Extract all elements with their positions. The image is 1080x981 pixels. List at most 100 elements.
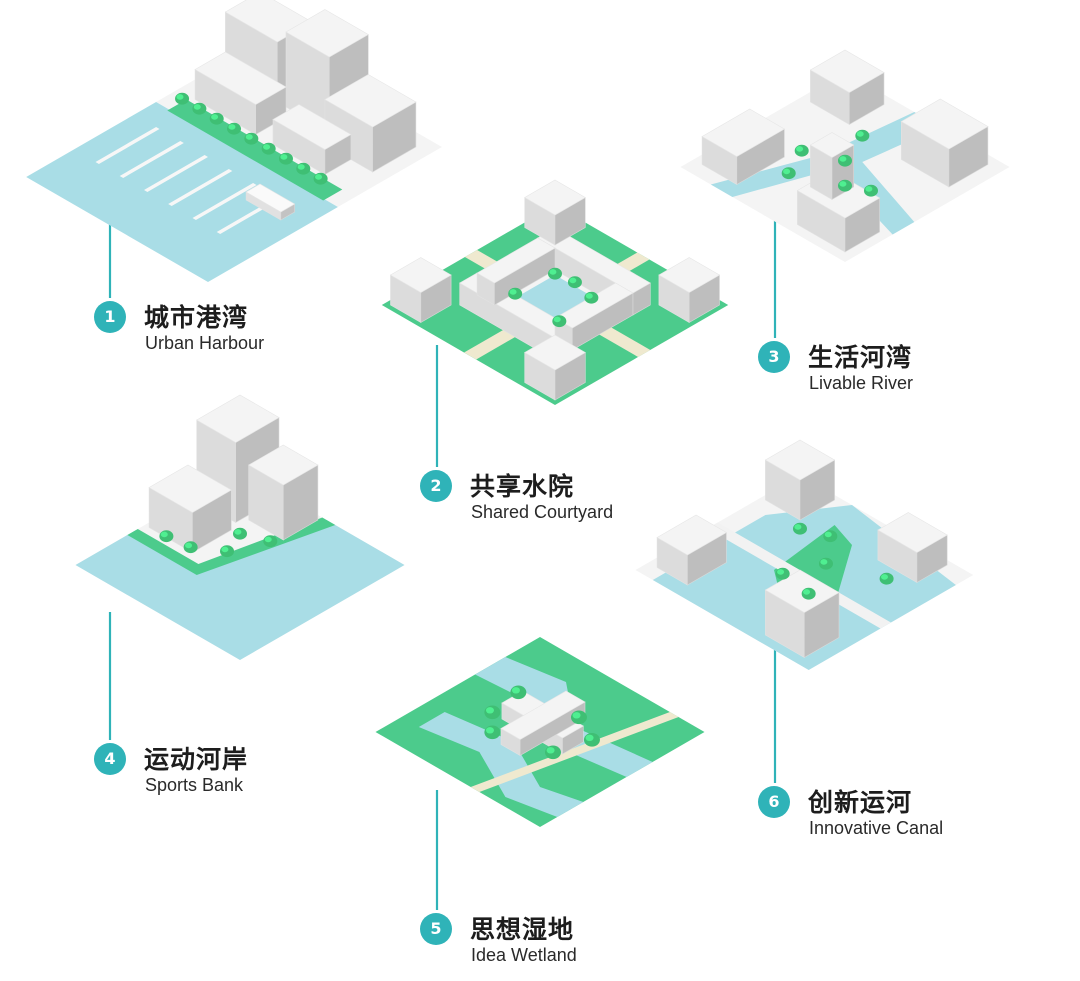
tree	[484, 725, 501, 740]
tree	[818, 557, 833, 570]
river	[710, 112, 941, 235]
pier	[95, 127, 160, 164]
building	[658, 257, 721, 324]
number-badge: 3	[758, 341, 790, 373]
building-roof	[194, 51, 287, 105]
tree	[544, 745, 561, 760]
tree-highlight	[865, 186, 873, 192]
riverbank-water	[75, 520, 405, 660]
building-roof	[809, 132, 855, 158]
building-roof	[900, 98, 989, 150]
building	[877, 512, 948, 584]
tree	[552, 315, 567, 328]
building	[764, 439, 836, 521]
tree-highlight	[176, 94, 184, 100]
building	[500, 690, 586, 757]
model-sports-bank	[75, 394, 405, 660]
model-shared-courtyard	[381, 179, 729, 405]
building-roof	[658, 257, 721, 293]
tree	[296, 162, 311, 175]
tree-highlight	[263, 144, 271, 150]
tree	[183, 541, 198, 554]
sports-track	[127, 517, 336, 575]
tree-highlight	[803, 589, 811, 595]
building	[389, 257, 452, 324]
tree	[548, 267, 562, 280]
number-badge: 6	[758, 786, 790, 818]
title-en: Shared Courtyard	[471, 502, 614, 522]
title-en: Sports Bank	[145, 775, 244, 795]
tree	[510, 685, 527, 700]
title-zh: 运动河岸	[144, 745, 249, 774]
tree-highlight	[856, 131, 864, 137]
building-roof	[764, 569, 840, 613]
building-roof	[324, 74, 417, 128]
number-badge: 1	[94, 301, 126, 333]
tree-highlight	[783, 168, 791, 175]
tree	[567, 276, 582, 289]
building-roof	[285, 9, 369, 58]
building-roof	[500, 690, 586, 740]
title-en: Idea Wetland	[471, 945, 577, 965]
tree	[863, 184, 878, 197]
tree	[227, 122, 242, 135]
tree	[261, 142, 276, 155]
tree	[244, 132, 259, 145]
tree	[263, 535, 278, 548]
tree-highlight	[160, 531, 168, 538]
tree	[570, 710, 587, 725]
tree	[175, 92, 190, 105]
title-en: Livable River	[809, 373, 914, 393]
building	[524, 179, 586, 246]
tree	[484, 705, 501, 720]
tree-highlight	[211, 114, 219, 120]
building	[656, 514, 728, 586]
tree-highlight	[881, 574, 888, 580]
tree	[220, 545, 235, 558]
cruise-ship	[245, 183, 296, 221]
title-zh: 共享水院	[470, 472, 575, 501]
tree-highlight	[794, 524, 802, 530]
building	[764, 569, 840, 659]
building-roof	[245, 183, 296, 213]
tree	[775, 567, 790, 580]
building-roof	[764, 439, 836, 481]
tree	[879, 572, 894, 585]
tree-highlight	[228, 124, 236, 130]
building	[272, 104, 352, 176]
building-roof	[877, 512, 948, 553]
tree-highlight	[549, 269, 557, 275]
pier	[168, 169, 233, 206]
title-zh: 生活河湾	[808, 343, 913, 372]
tree	[823, 530, 838, 543]
title-zh: 城市港湾	[144, 303, 249, 332]
number-badge: 2	[420, 470, 452, 502]
building-roof	[476, 237, 556, 284]
model-idea-wetland	[375, 637, 705, 827]
pier	[192, 183, 257, 220]
building-roof	[389, 257, 452, 293]
building	[194, 51, 287, 136]
tree	[584, 291, 599, 304]
harbour-water	[26, 102, 338, 282]
tree-highlight	[185, 542, 193, 549]
building-roof	[272, 104, 352, 150]
tree-highlight	[824, 531, 832, 538]
tree	[794, 144, 809, 157]
model-urban-harbour	[26, 0, 442, 282]
building-roof	[554, 282, 634, 329]
tree-highlight	[193, 104, 201, 110]
wetland-water	[418, 712, 584, 817]
building	[701, 108, 786, 186]
tree-highlight	[553, 316, 561, 323]
building-roof	[809, 49, 885, 93]
tree-highlight	[297, 164, 305, 170]
tree	[278, 152, 293, 165]
number-badge: 4	[94, 743, 126, 775]
tree	[838, 154, 852, 167]
tree-highlight	[820, 559, 828, 565]
building	[248, 444, 319, 541]
title-zh: 创新运河	[808, 788, 913, 817]
tree-highlight	[509, 289, 517, 295]
